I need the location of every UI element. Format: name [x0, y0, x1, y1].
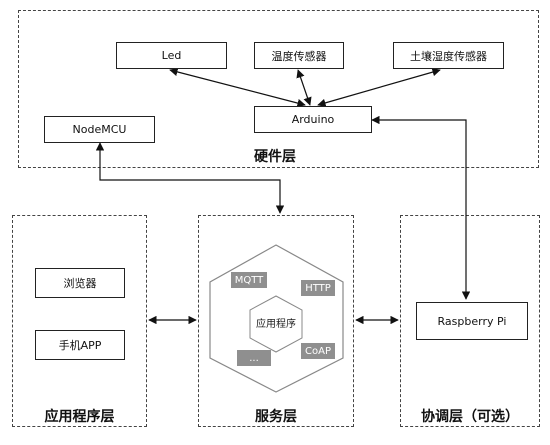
hardware-layer-title: 硬件层 [254, 149, 296, 165]
soil-sensor-box: 土壤湿度传感器 [393, 42, 504, 69]
soil-sensor-label: 土壤湿度传感器 [410, 49, 487, 63]
temp-arduino-link [296, 69, 312, 106]
arduino-raspberry-link [371, 115, 471, 300]
arduino-box: Arduino [254, 106, 372, 133]
mobile-app-box: 手机APP [35, 330, 125, 360]
nodemcu-label: NodeMCU [72, 123, 127, 136]
application-layer [12, 215, 147, 427]
browser-box: 浏览器 [35, 268, 125, 298]
raspberry-pi-label: Raspberry Pi [437, 314, 507, 328]
arduino-label: Arduino [291, 113, 335, 126]
coap-tag: CoAP [301, 343, 335, 359]
raspberry-pi-box: Raspberry Pi [416, 302, 528, 340]
ellipsis-tag: ... [237, 350, 271, 366]
browser-label: 浏览器 [63, 277, 97, 290]
mobile-app-label: 手机APP [58, 339, 102, 352]
service-layer-title: 服务层 [255, 409, 297, 425]
service-layer [198, 215, 354, 427]
nodemcu-box: NodeMCU [44, 116, 155, 143]
led-box: Led [116, 42, 227, 69]
temp-sensor-box: 温度传感器 [254, 42, 344, 69]
mqtt-tag: MQTT [231, 272, 267, 288]
temp-sensor-label: 温度传感器 [271, 49, 327, 63]
led-label: Led [161, 49, 182, 62]
service-center-label: 应用程序 [256, 319, 296, 330]
service-inner-hexagon [249, 295, 303, 353]
nodemcu-service-link [95, 142, 285, 214]
http-tag: HTTP [301, 280, 335, 296]
led-arduino-link [169, 67, 306, 108]
application-layer-title: 应用程序层 [44, 409, 115, 425]
coordination-layer-title: 协调层（可选） [421, 409, 519, 425]
soil-arduino-link [317, 68, 441, 107]
